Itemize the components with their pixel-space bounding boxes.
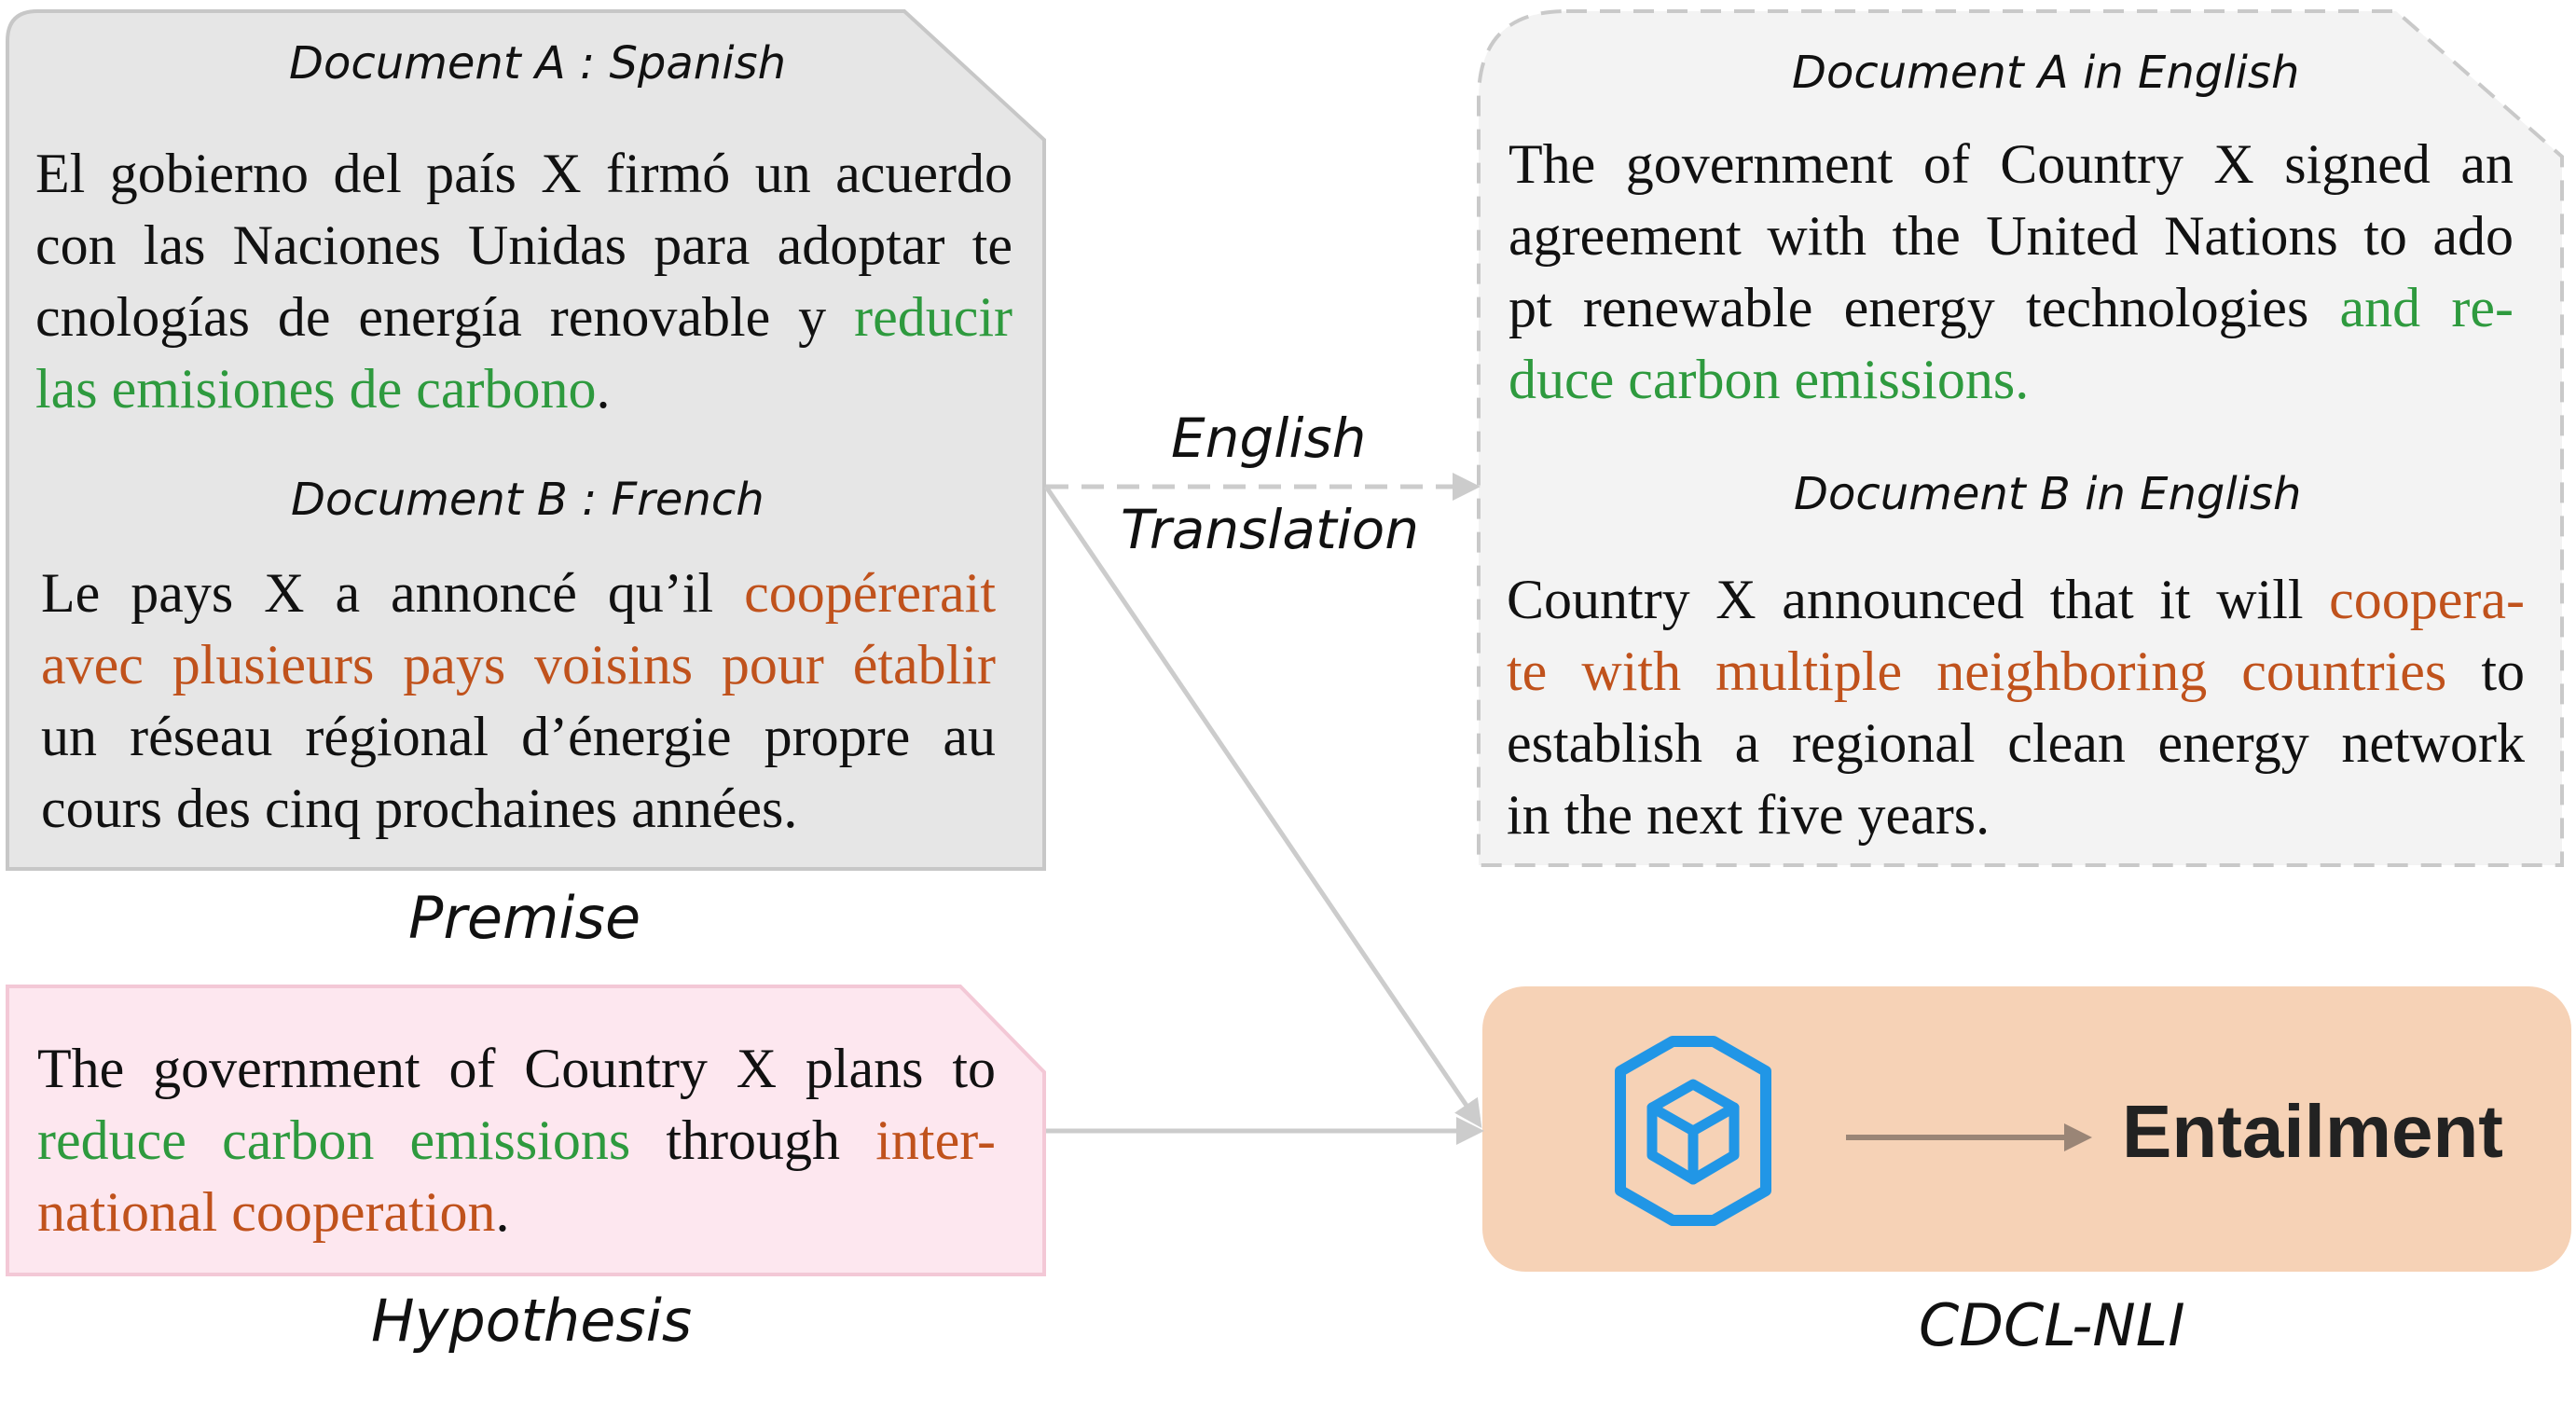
text-segment: .	[596, 358, 611, 420]
text-segment: con las Naciones Unidas para adoptar te	[35, 214, 1012, 276]
premise-box	[6, 9, 1046, 871]
text-segment: un réseau régional d’énergie propre au	[41, 706, 996, 767]
green-highlight: reducir	[854, 286, 1012, 348]
model-caption: CDCL-NLI	[1919, 1291, 2185, 1359]
text-line: Le pays X a annoncé qu’il coopérerait	[41, 558, 996, 629]
text-segment: agreement with the United Nations to ado	[1508, 205, 2514, 267]
text-segment: in the next five years.	[1507, 784, 1991, 846]
green-highlight: duce carbon emissions.	[1508, 349, 2030, 410]
result-label: Entailment	[2122, 1090, 2503, 1173]
orange-highlight: coopérerait	[744, 562, 996, 624]
text-line: cnologías de energía renovable y reducir	[35, 282, 1012, 353]
text-line: duce carbon emissions.	[1508, 344, 2514, 416]
translation-label-line1: English	[1171, 406, 1367, 470]
text-line: The government of Country X signed an	[1508, 129, 2514, 200]
text-segment: through	[630, 1109, 876, 1171]
orange-highlight: avec plusieurs pays voisins pour établir	[41, 634, 996, 696]
text-line: establish a regional clean energy networ…	[1507, 708, 2525, 779]
text-line: national cooperation.	[37, 1177, 996, 1248]
premise-caption: Premise	[408, 884, 641, 952]
text-line: un réseau régional d’énergie propre au	[41, 701, 996, 773]
text-line: con las Naciones Unidas para adoptar te	[35, 210, 1012, 282]
translation-doc-a-text: The government of Country X signed an agr…	[1508, 129, 2514, 416]
text-segment: .	[495, 1181, 510, 1243]
text-segment: The government of Country X plans to	[37, 1038, 996, 1099]
green-highlight: reduce carbon emissions	[37, 1109, 631, 1171]
cube-icon	[1615, 1036, 1771, 1226]
premise-doc-a-title: Document A : Spanish	[289, 37, 786, 90]
green-highlight: and re-	[2339, 277, 2514, 338]
text-line: te with multiple neighboring countries t…	[1507, 636, 2525, 708]
translation-box	[1477, 9, 2564, 867]
orange-highlight: inter-	[875, 1109, 996, 1171]
text-segment: to	[2446, 641, 2526, 702]
text-line: Country X announced that it will coopera…	[1507, 564, 2525, 636]
text-line: las emisiones de carbono.	[35, 353, 1012, 425]
premise-doc-a-text: El gobierno del país X firmó un acuerdo c…	[35, 138, 1012, 425]
orange-highlight: national cooperation	[37, 1181, 496, 1243]
text-line: cours des cinq prochaines années.	[41, 773, 996, 845]
premise-doc-b-title: Document B : French	[291, 474, 765, 526]
text-line: The government of Country X plans to	[37, 1033, 996, 1105]
text-segment: Country X announced that it will	[1507, 569, 2330, 630]
text-line: agreement with the United Nations to ado	[1508, 200, 2514, 272]
translation-doc-a-title: Document A in English	[1792, 47, 2300, 99]
text-segment: Le pays X a annoncé qu’il	[41, 562, 745, 624]
orange-highlight: te with multiple neighboring countries	[1507, 641, 2447, 702]
text-segment: establish a regional clean energy networ…	[1507, 712, 2525, 774]
text-line: in the next five years.	[1507, 779, 2525, 851]
orange-highlight: coopera-	[2329, 569, 2525, 630]
translation-label-line2: Translation	[1121, 498, 1420, 561]
green-highlight: las emisiones de carbono	[35, 358, 597, 420]
translation-doc-b-text: Country X announced that it will coopera…	[1507, 564, 2525, 851]
translation-doc-b-title: Document B in English	[1794, 468, 2302, 520]
text-segment: El gobierno del país X firmó un acuerdo	[35, 143, 1012, 204]
text-segment: cnologías de energía renovable y	[35, 286, 855, 348]
hypothesis-caption: Hypothesis	[371, 1287, 693, 1355]
premise-to-model-arrow	[1043, 485, 1482, 1128]
text-line: pt renewable energy technologies and re-	[1508, 272, 2514, 344]
text-segment: The government of Country X signed an	[1508, 133, 2514, 195]
text-segment: pt renewable energy technologies	[1508, 277, 2340, 338]
hypothesis-box	[6, 985, 1046, 1276]
text-line: reduce carbon emissions through inter-	[37, 1105, 996, 1177]
text-line: avec plusieurs pays voisins pour établir	[41, 629, 996, 701]
text-segment: cours des cinq prochaines années.	[41, 778, 798, 839]
text-line: El gobierno del país X firmó un acuerdo	[35, 138, 1012, 210]
